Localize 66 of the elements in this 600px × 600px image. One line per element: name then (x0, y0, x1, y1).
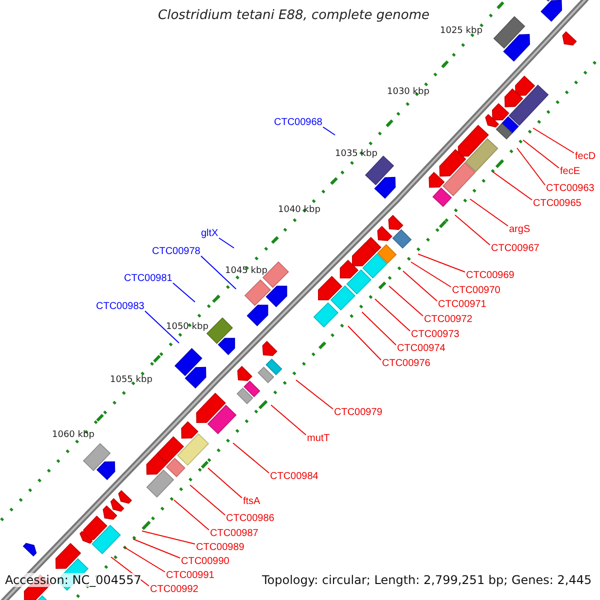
gene-label: CTC00990 (181, 555, 230, 569)
leader-line (124, 546, 166, 572)
scale-label: 1030 kbp (387, 87, 430, 97)
map-title: Clostridium tetani E88, complete genome (158, 9, 430, 23)
leader-line (402, 270, 438, 302)
gene-label: CTC00984 (270, 470, 318, 484)
gene-label: CTC00973 (411, 328, 460, 342)
gene-label: fecD (575, 150, 596, 164)
gene-label: CTC00987 (210, 527, 258, 541)
gene-label: argS (509, 223, 530, 237)
leader-line (470, 198, 508, 226)
scale-label: 1050 kbp (166, 322, 208, 332)
scale-label: 1040 kbp (278, 205, 320, 215)
leader-line (532, 128, 574, 154)
gene-label: CTC00972 (424, 313, 472, 327)
leader-line (388, 286, 424, 316)
accession-text: Accession: NC_004557 (5, 573, 142, 587)
gene-label: CTC00979 (334, 406, 382, 420)
gene-label: CTC00970 (452, 284, 500, 298)
gene-label: CTC00974 (397, 342, 446, 356)
gene-label: CTC00992 (150, 583, 198, 597)
leader-line (174, 500, 210, 530)
leader-line (374, 298, 410, 332)
leader-line (348, 326, 382, 360)
leader-line (232, 442, 270, 474)
gene-label: fecE (560, 165, 580, 179)
scale-label: 1060 kbp (52, 430, 94, 440)
leader-line (492, 172, 532, 200)
leader-line (322, 126, 336, 136)
gene-label: CTC00965 (533, 197, 582, 211)
leader-line (270, 404, 306, 436)
topology-text: Topology: circular; Length: 2,799,251 bp; Genes: 2,445 (262, 573, 592, 587)
gene-label: CTC00967 (491, 242, 540, 256)
scale-label: 1045 kbp (225, 266, 268, 276)
leader-line (410, 262, 452, 288)
scale-label: 1055 kbp (110, 375, 152, 385)
gene-label: CTC00991 (166, 569, 214, 583)
leader-line (200, 256, 236, 290)
leader-line (208, 468, 242, 498)
leader-line (144, 310, 180, 344)
gene-label: CTC00989 (196, 541, 244, 555)
leader-line (296, 380, 334, 410)
leader-line (190, 484, 226, 516)
gene-label: CTC00981 (124, 272, 172, 286)
leader-line (454, 214, 490, 246)
gene-label: CTC00976 (382, 357, 430, 371)
leader-line (218, 238, 234, 248)
leader-line (418, 254, 466, 272)
gene-label: mutT (307, 432, 330, 446)
leader-line (516, 148, 546, 186)
scale-label: 1035 kbp (335, 149, 378, 159)
gene-label: CTC00986 (226, 512, 274, 526)
scale-label: 1025 kbp (440, 26, 482, 36)
leader-line (132, 538, 180, 558)
gene-label: CTC00983 (96, 300, 144, 314)
gene-label: CTC00971 (438, 298, 486, 312)
gene-label: ftsA (243, 495, 260, 509)
gene-label: CTC00968 (274, 116, 322, 130)
gene-label: gltX (201, 227, 218, 241)
leader-line (522, 140, 560, 168)
leader-line (142, 530, 196, 544)
leader-line (172, 282, 196, 302)
gene-label: CTC00978 (152, 245, 200, 259)
leader-line (362, 312, 396, 346)
gene-label: CTC00969 (466, 269, 514, 283)
gene-label: CTC00963 (546, 182, 594, 196)
